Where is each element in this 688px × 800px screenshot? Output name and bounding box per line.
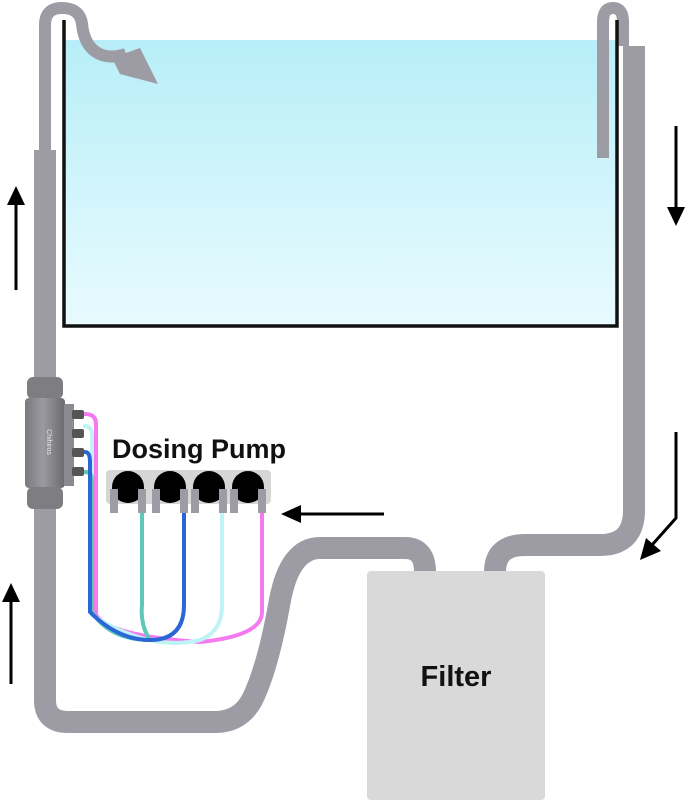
aquarium-tank: [62, 20, 619, 328]
pump-head-2: [152, 471, 188, 513]
arrow-down-left-icon: [640, 432, 678, 560]
tube-pink: [83, 412, 264, 645]
intake-pipe: [484, 2, 645, 573]
dosing-pump: [106, 470, 271, 513]
inline-doser: Chihiros: [25, 377, 84, 509]
pump-head-4: [230, 471, 266, 513]
filter-box: [367, 571, 545, 800]
tube-blue: [83, 450, 186, 643]
filter-label: Filter: [421, 661, 492, 693]
outlet-nozzle: [112, 48, 158, 84]
arrow-up-icon: [7, 186, 25, 290]
return-pipe: [34, 2, 436, 733]
device-brand-label: Chihiros: [45, 429, 52, 455]
flow-arrows: [2, 126, 685, 684]
port-1: [72, 410, 84, 419]
dosing-tubes: [83, 412, 264, 645]
arrow-up-icon: [2, 583, 20, 684]
aquarium-water: [64, 40, 616, 326]
port-3: [72, 448, 84, 457]
pump-head-1: [110, 471, 146, 513]
pump-head-3: [191, 471, 227, 513]
dosing-pump-label: Dosing Pump: [112, 434, 286, 464]
port-2: [72, 429, 84, 438]
port-4: [72, 467, 84, 476]
arrow-down-icon: [667, 126, 685, 226]
arrow-left-icon: [281, 505, 384, 523]
